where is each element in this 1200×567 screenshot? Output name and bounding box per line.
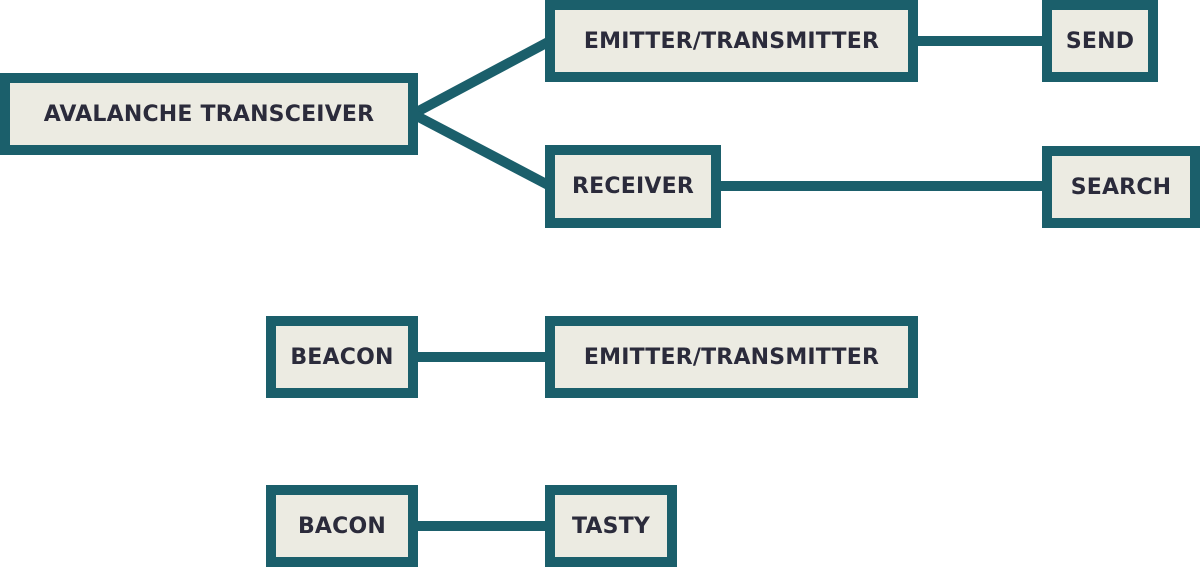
edge-transceiver-receiver bbox=[410, 109, 553, 191]
node-emitter-transmitter-bottom: EMITTER/TRANSMITTER bbox=[545, 316, 918, 398]
node-emitter-transmitter-top: EMITTER/TRANSMITTER bbox=[545, 0, 918, 82]
node-bacon: BACON bbox=[266, 485, 418, 567]
node-tasty: TASTY bbox=[545, 485, 677, 567]
node-search: SEARCH bbox=[1042, 146, 1200, 228]
node-receiver: RECEIVER bbox=[545, 145, 721, 228]
node-beacon: BEACON bbox=[266, 316, 418, 398]
edge-transceiver-emitter bbox=[410, 36, 553, 119]
node-send: SEND bbox=[1042, 0, 1158, 82]
node-avalanche-transceiver: AVALANCHE TRANSCEIVER bbox=[0, 73, 418, 155]
